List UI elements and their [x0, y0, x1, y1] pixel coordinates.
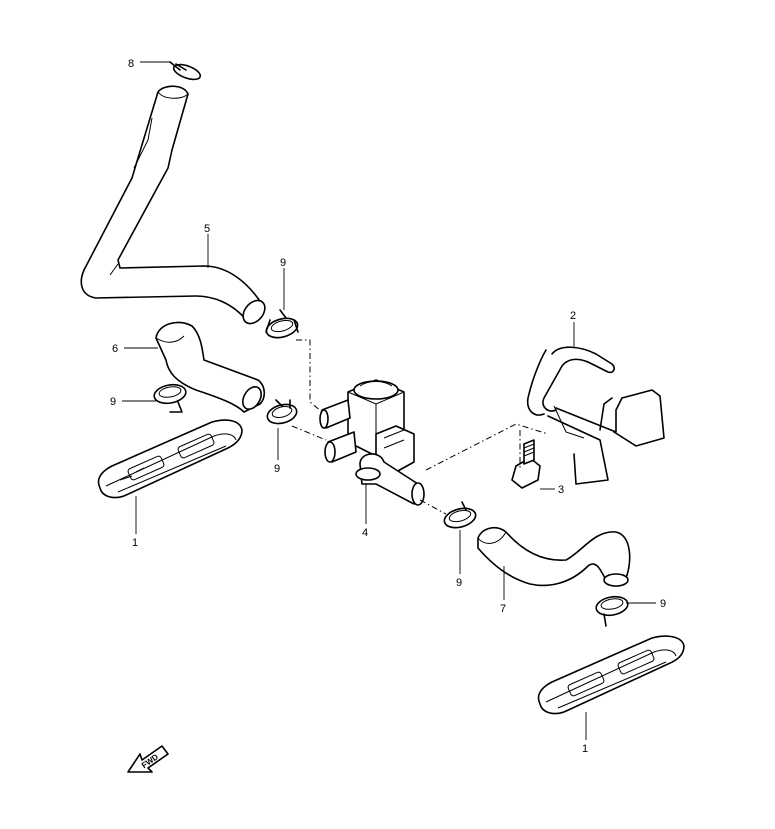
callout-labels: 8 5 9 6 9 9 1 4 2 3 9 7 9 1 — [110, 58, 666, 755]
part-6-hose — [155, 321, 266, 413]
part-9-clamp-right — [595, 595, 629, 627]
part-1-bracket-left — [97, 419, 243, 499]
part-1-bracket-right — [537, 635, 685, 715]
fwd-arrow-icon: FWD — [127, 745, 169, 773]
part-9-clamp-left — [153, 383, 187, 413]
part-9-clamp-mid — [266, 399, 298, 425]
callout-9-left: 9 — [110, 396, 116, 408]
callout-4: 4 — [362, 527, 368, 539]
callout-9-lower: 9 — [456, 577, 462, 589]
callout-7: 7 — [500, 603, 506, 615]
leader-lines — [122, 61, 656, 740]
part-8-clip — [169, 61, 202, 81]
callout-5: 5 — [204, 223, 210, 235]
part-9-clamp-upper — [265, 309, 299, 339]
part-5-hose — [80, 85, 266, 325]
part-9-clamp-lower — [443, 501, 477, 529]
part-2-bracket — [526, 346, 665, 485]
part-3-bolt — [511, 439, 541, 489]
callout-2: 2 — [570, 310, 576, 322]
callout-8: 8 — [128, 58, 134, 70]
callout-9-mid: 9 — [274, 463, 280, 475]
callout-1-left: 1 — [132, 537, 138, 549]
part-4-valve — [319, 379, 425, 506]
callout-9-right: 9 — [660, 598, 666, 610]
callout-1-right: 1 — [582, 743, 588, 755]
callout-6: 6 — [112, 343, 118, 355]
assembly-lines — [291, 339, 549, 515]
part-7-hose — [477, 526, 631, 587]
callout-3: 3 — [558, 484, 564, 496]
callout-9-upper: 9 — [280, 257, 286, 269]
